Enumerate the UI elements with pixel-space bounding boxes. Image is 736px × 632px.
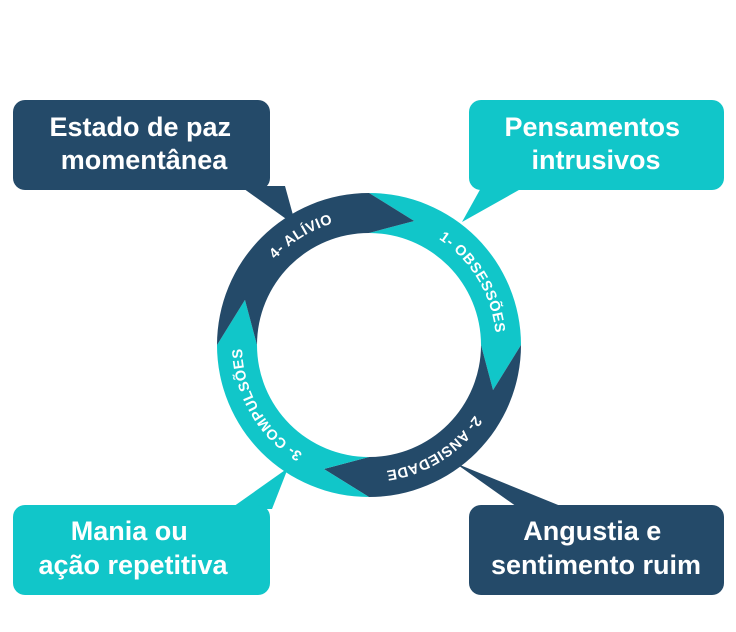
cycle-segment-ansiedade — [323, 345, 521, 497]
callout-text-bottom-left-line2: ação repetitiva — [38, 550, 228, 580]
cycle-segment-alivio — [217, 193, 415, 345]
callout-text-bottom-right-line2: sentimento ruim — [491, 550, 701, 580]
callout-text-bottom-right-line1: Angustia e — [523, 516, 661, 546]
callout-pointer-bottom-right — [455, 463, 568, 509]
callout-text-top-right-line1: Pensamentos — [504, 112, 680, 142]
callout-text-top-right-line2: intrusivos — [531, 145, 660, 175]
svg-text:Estado de paz momentânea: Estado de paz momentânea — [49, 112, 238, 175]
callout-text-top-left-line1: Estado de paz — [49, 112, 231, 142]
callout-pointer-top-left — [240, 186, 296, 226]
cycle-segment-obsessoes — [369, 193, 521, 391]
callout-pointer-top-right — [462, 186, 526, 222]
cycle-ring — [217, 193, 521, 497]
svg-text:Mania ou ação repetitiva: Mania ou ação repetitiva — [38, 516, 228, 580]
callout-pointer-bottom-left — [230, 468, 288, 509]
callout-angustia: Angustia e sentimento ruim — [455, 463, 724, 595]
callout-box-top-right — [469, 100, 724, 190]
callout-box-top-left — [13, 100, 270, 190]
callout-pensamentos-intrusivos: Pensamentos intrusivos — [462, 100, 724, 222]
cycle-segment-compulsoes — [217, 299, 369, 497]
callout-estado-de-paz: Estado de paz momentânea — [13, 100, 296, 226]
callout-text-bottom-left-line1: Mania ou — [71, 516, 188, 546]
svg-text:Pensamentos intrusivos: Pensamentos intrusivos — [504, 112, 687, 175]
callout-box-bottom-right — [469, 505, 724, 595]
callout-box-bottom-left — [13, 505, 270, 595]
callout-mania: Mania ou ação repetitiva — [13, 468, 288, 595]
svg-text:Angustia e sentimento ru: Angustia e sentimento ruim — [491, 516, 701, 580]
callout-text-top-left-line2: momentânea — [61, 145, 229, 175]
